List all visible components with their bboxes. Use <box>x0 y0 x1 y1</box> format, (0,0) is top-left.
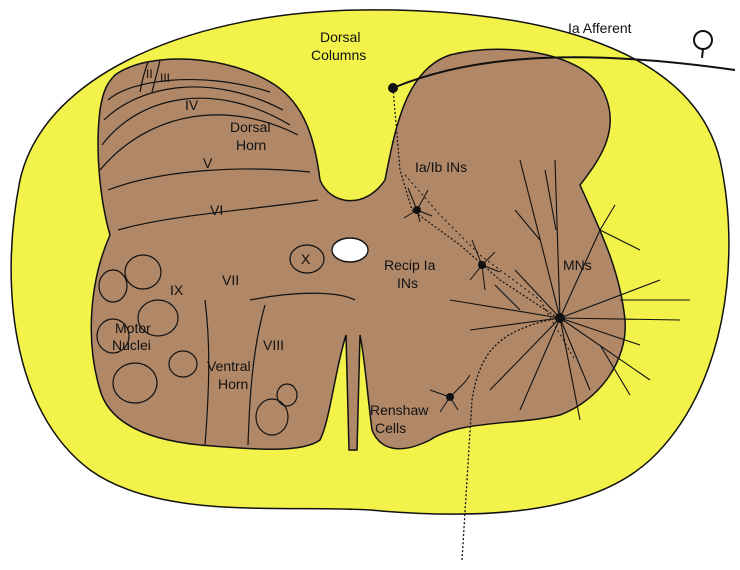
label-lamina-iv: IV <box>185 97 199 113</box>
mn-soma <box>555 313 565 323</box>
label-dorsal-columns-2: Columns <box>311 47 366 63</box>
label-renshaw-1: Renshaw <box>370 402 429 418</box>
label-ventral-horn-1: Ventral <box>207 358 251 374</box>
label-renshaw-2: Cells <box>375 420 406 436</box>
label-lamina-viii: VIII <box>263 337 284 353</box>
label-dorsal-columns-1: Dorsal <box>320 29 360 45</box>
label-lamina-vi: VI <box>210 202 223 218</box>
label-motor-nuclei-1: Motor <box>115 320 151 336</box>
label-lamina-iii: III <box>160 71 170 85</box>
label-mns: MNs <box>563 257 592 273</box>
afferent-terminal <box>388 83 398 93</box>
label-lamina-vii: VII <box>222 272 239 288</box>
label-dorsal-horn-1: Dorsal <box>230 119 270 135</box>
label-lamina-v: V <box>203 155 213 171</box>
label-recip-ia-1: Recip Ia <box>384 257 436 273</box>
label-lamina-ii: II <box>146 67 153 81</box>
label-dorsal-horn-2: Horn <box>236 137 266 153</box>
label-ia-afferent: Ia Afferent <box>568 20 632 36</box>
label-ventral-horn-2: Horn <box>218 376 248 392</box>
label-lamina-ix: IX <box>170 282 184 298</box>
label-recip-ia-2: INs <box>397 275 418 291</box>
label-lamina-x: X <box>301 251 311 267</box>
label-motor-nuclei-2: Nuclei <box>112 337 151 353</box>
central-canal <box>332 238 368 262</box>
afferent-ganglion-icon <box>694 31 712 58</box>
label-ia-ib-ins: Ia/Ib INs <box>415 159 467 175</box>
